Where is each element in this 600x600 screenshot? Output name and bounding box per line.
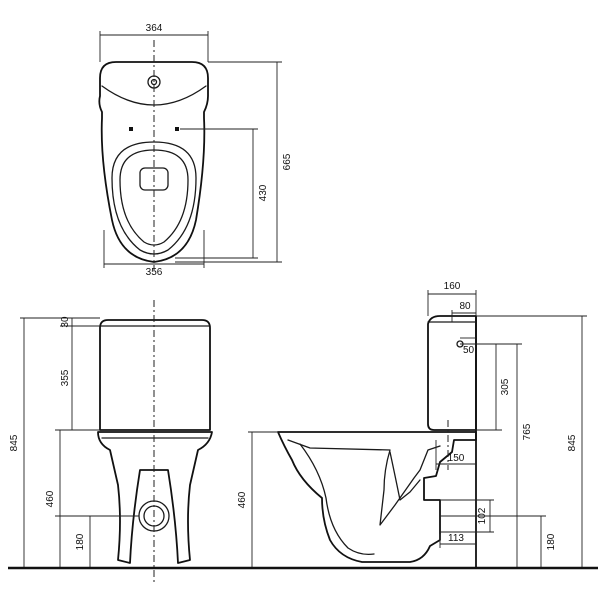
dim-depth-fix: 430 [258,184,269,201]
dim-height-inlet: 765 [522,423,533,440]
dim-front-height-total: 845 [9,434,20,451]
top-view-outline [98,61,209,263]
side-bowl-inner-2 [299,443,375,556]
dim-inlet-offset: 50 [463,345,475,356]
dim-inlet-height: 305 [500,378,511,395]
dim-tank-lid-offset: 80 [459,301,471,312]
dim-depth-total: 665 [282,153,293,170]
dim-tank-height: 355 [60,369,71,386]
side-view: 160 80 50 305 765 845 460 150 102 180 11… [237,281,587,568]
fixing-hole-right-icon [175,127,179,131]
side-bowl [277,431,477,563]
front-tank [99,319,211,431]
dim-front-seat-height: 460 [45,490,56,507]
side-trapway [389,451,421,501]
dim-tank-lid: 30 [60,316,71,328]
fixing-hole-left-icon [129,127,133,131]
dim-width-top: 364 [146,23,163,34]
front-bowl [97,431,213,564]
dim-side-height-total: 845 [567,434,578,451]
front-view: 845 30 355 460 180 [9,300,213,585]
dim-outlet-setback: 150 [448,453,465,464]
side-bowl-inner [287,439,441,526]
dim-tank-depth: 160 [444,281,461,292]
dim-front-outlet-height: 180 [75,533,86,550]
dim-outlet-offset: 113 [448,533,464,544]
flush-button-inner-icon [150,78,158,86]
side-tank [427,315,477,431]
dim-side-outlet-height: 180 [546,533,557,550]
top-view: 364 356 665 430 [98,23,293,278]
dim-width-bottom: 356 [146,267,163,278]
dim-side-seat-height: 460 [237,491,248,508]
